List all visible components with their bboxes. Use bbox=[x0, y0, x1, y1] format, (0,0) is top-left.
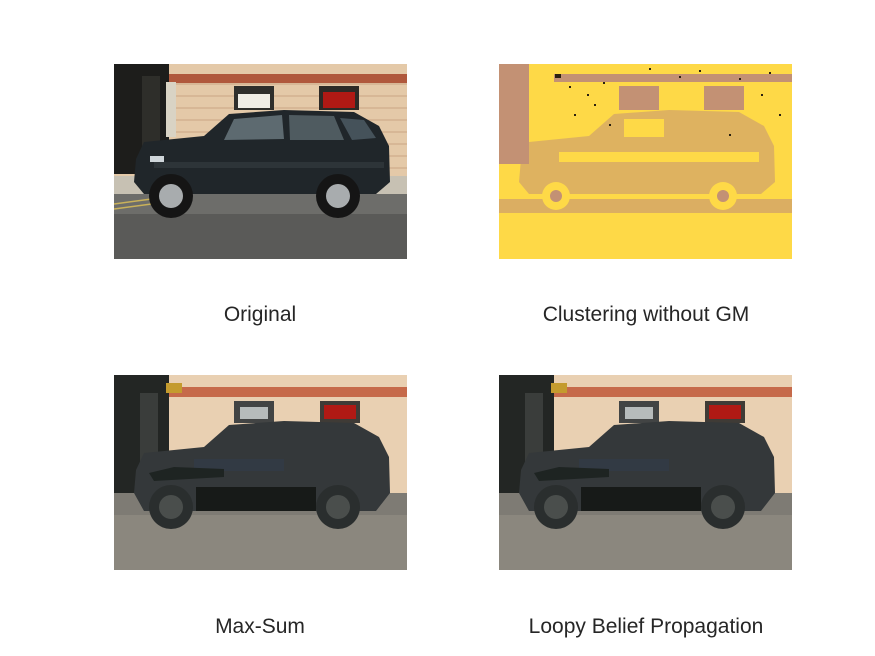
caption-clustering-without-gm: Clustering without GM bbox=[542, 303, 750, 326]
caption-max-sum: Max-Sum bbox=[215, 615, 305, 638]
caption-original: Original bbox=[223, 303, 297, 326]
max-sum-image bbox=[114, 375, 407, 570]
clustering-without-gm-image bbox=[499, 64, 792, 259]
caption-loopy-belief-propagation: Loopy Belief Propagation bbox=[528, 615, 764, 638]
original-image bbox=[114, 64, 407, 259]
loopy-belief-propagation-image bbox=[499, 375, 792, 570]
